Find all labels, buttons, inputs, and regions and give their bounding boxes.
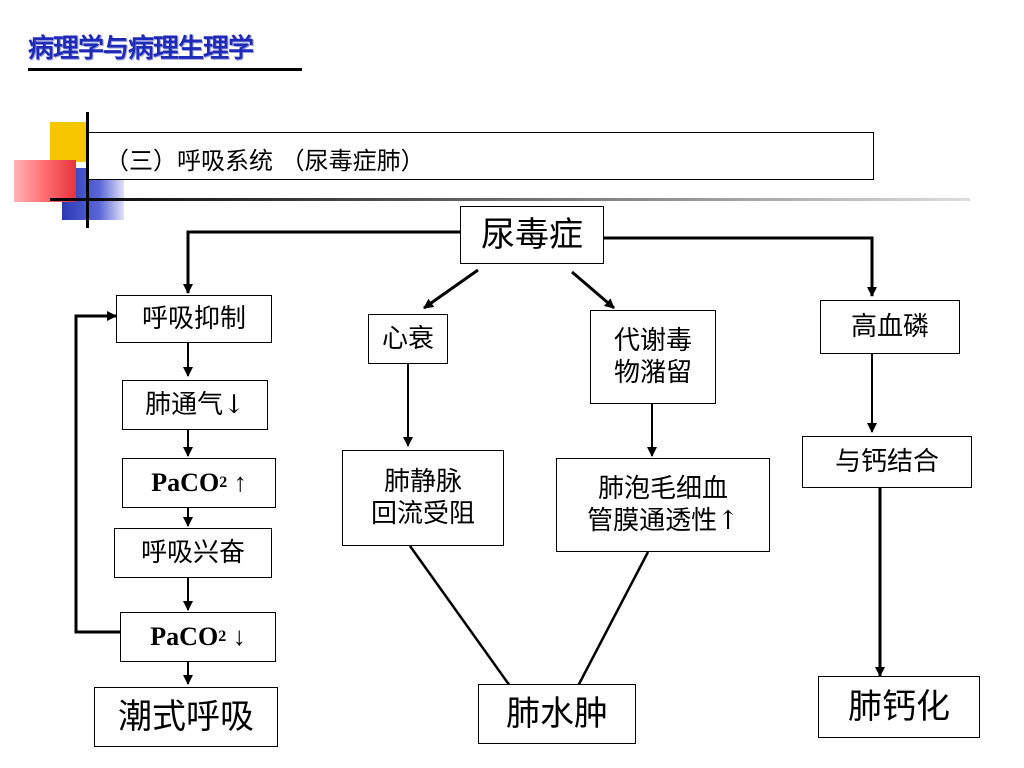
- connector-uremia-hyperphos: [604, 236, 877, 297]
- paco2-subscript: 2: [218, 628, 227, 645]
- node-metabolic-retention: 代谢毒 物潴留: [590, 310, 716, 404]
- capillary-line-2: 管膜通透性↑: [587, 506, 739, 536]
- connector-uremia-resp-inhibit: [183, 230, 462, 294]
- node-vein-obstruction: 肺静脉 回流受阻: [342, 450, 504, 546]
- connector-vein-edema: [408, 545, 512, 687]
- connector-uremia-metab: [571, 270, 615, 310]
- header-title: 病理学与病理生理学: [28, 34, 254, 64]
- vein-line-2: 回流受阻: [370, 499, 475, 529]
- connector-feedback-loop: [74, 311, 126, 634]
- capillary-line-1: 肺泡毛细血: [597, 473, 728, 504]
- metab-line-1: 代谢毒: [613, 325, 692, 356]
- metab-line-2: 物潴留: [613, 358, 692, 388]
- up-arrow-icon: ↑: [233, 467, 247, 497]
- node-heart-failure: 心衰: [368, 314, 448, 364]
- header-underline: [28, 68, 302, 71]
- paco2-subscript: 2: [219, 474, 228, 491]
- node-vent-down: 肺通气↓: [122, 380, 268, 430]
- node-hyperphosphatemia: 高血磷: [820, 300, 960, 354]
- node-calcification: 肺钙化: [818, 676, 980, 738]
- node-resp-inhibit: 呼吸抑制: [116, 295, 272, 343]
- connector-uremia-heart-failure: [423, 268, 479, 310]
- connector-capillary-edema: [576, 551, 650, 687]
- down-arrow-icon: ↓: [232, 621, 246, 651]
- node-uremia: 尿毒症: [460, 206, 604, 264]
- node-resp-excite: 呼吸兴奋: [114, 528, 272, 578]
- decorative-vertical-line: [86, 112, 89, 228]
- node-capillary-permeability: 肺泡毛细血 管膜通透性↑: [556, 458, 770, 552]
- paco2-label: PaCO: [150, 621, 219, 651]
- decorative-yellow-square: [50, 122, 86, 162]
- node-calcium-binding: 与钙结合: [802, 436, 972, 488]
- vein-line-1: 肺静脉: [383, 466, 462, 497]
- decorative-red-square: [14, 160, 76, 202]
- section-title: （三）呼吸系统 （尿毒症肺）: [88, 132, 874, 180]
- paco2-label: PaCO: [151, 467, 220, 497]
- node-tidal-breathing: 潮式呼吸: [94, 687, 278, 747]
- decorative-horizontal-line: [50, 198, 970, 201]
- node-pulmonary-edema: 肺水肿: [478, 684, 636, 744]
